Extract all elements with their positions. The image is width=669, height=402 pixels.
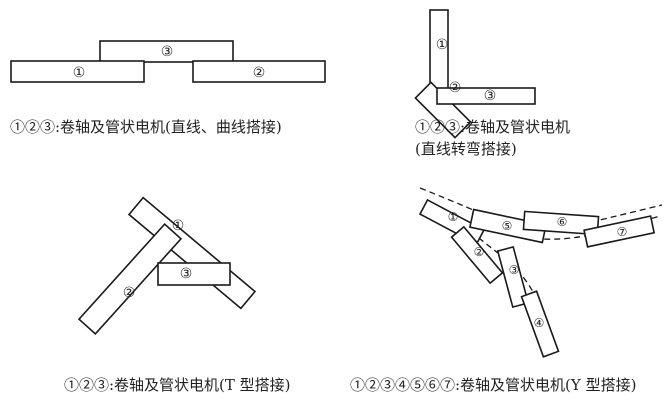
panel-t-overlap: ① ② ③ (77, 196, 257, 336)
label-3: ③ (161, 44, 174, 60)
label-2: ② (253, 65, 266, 81)
label-4: ④ (534, 316, 545, 330)
motor-bar-5 (468, 208, 548, 244)
caption-straight-overlap: ①②③:卷轴及管状电机(直线、曲线搭接) (10, 118, 282, 136)
label-2: ② (474, 245, 485, 259)
motor-bar-2 (77, 222, 183, 336)
motor-bar-3 (436, 87, 536, 105)
motor-bar-2 (192, 60, 326, 83)
label-3: ③ (509, 263, 520, 277)
label-6: ⑥ (557, 215, 568, 229)
motor-bar-1 (10, 60, 145, 83)
motor-bar-3 (157, 262, 231, 286)
panel-y-overlap: ① ② ③ ④ ⑤ ⑥ ⑦ (418, 187, 663, 358)
panel-corner-overlap: ① ② ③ (414, 9, 536, 139)
motor-bar-2 (450, 225, 504, 285)
label-7: ⑦ (617, 225, 628, 239)
label-3: ③ (180, 266, 193, 282)
label-1: ① (436, 37, 449, 53)
label-2: ② (449, 80, 462, 96)
label-1: ① (73, 65, 86, 81)
motor-bar-4 (520, 290, 560, 358)
label-5: ⑤ (502, 219, 513, 233)
motor-bar-7 (583, 215, 656, 248)
caption-corner-overlap-line1: ①②③:卷轴及管状电机 (415, 118, 571, 136)
caption-y-overlap: ①②③④⑤⑥⑦:卷轴及管状电机(Y 型搭接) (350, 376, 637, 394)
label-3: ③ (484, 88, 497, 104)
motor-bar-6 (522, 210, 600, 236)
label-1: ① (172, 218, 185, 234)
motor-bar-3 (496, 245, 530, 309)
label-2: ② (123, 285, 136, 301)
caption-t-overlap: ①②③:卷轴及管状电机(T 型搭接) (64, 376, 291, 394)
motor-bar-3 (99, 40, 234, 63)
caption-corner-overlap-line2: (直线转弯搭接) (415, 140, 517, 158)
label-1: ① (448, 210, 459, 224)
panel-straight-overlap: ③ ① ② (10, 40, 326, 83)
